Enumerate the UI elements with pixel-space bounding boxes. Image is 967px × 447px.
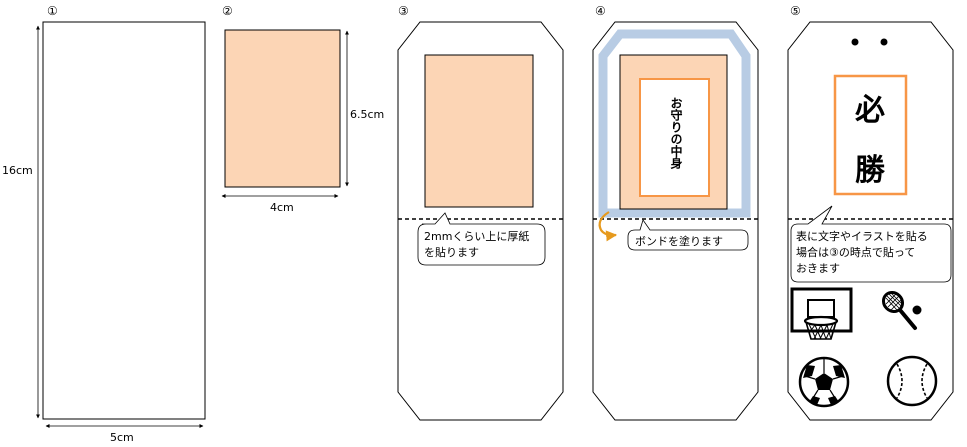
callout-line-3: おきます xyxy=(796,262,840,275)
callout-line-1: 2mmくらい上に厚紙 xyxy=(424,229,529,243)
glue-band xyxy=(598,29,751,218)
callout-bubble xyxy=(790,205,952,283)
glued-cardboard xyxy=(424,54,534,208)
cardboard-piece xyxy=(224,29,341,188)
baseball-icon xyxy=(886,355,938,407)
soccer-ball-icon xyxy=(798,356,850,408)
string-hole xyxy=(880,38,888,46)
step-4: ④ お守りの中身 ボンドを塗ります xyxy=(592,4,759,421)
front-char-1: 必 xyxy=(855,93,885,128)
fold-arrow-icon xyxy=(598,211,618,242)
step-4-number: ④ xyxy=(595,4,606,18)
front-char-2: 勝 xyxy=(855,153,886,188)
callout-line-1: 表に文字やイラストを貼る xyxy=(796,229,928,243)
callout-line-2: 場合は③の時点で貼って xyxy=(796,245,915,259)
callout-line-2: を貼ります xyxy=(424,245,479,259)
tennis-racket-icon xyxy=(881,290,922,330)
front-label xyxy=(833,74,908,196)
contents-text: お守りの中身 xyxy=(669,97,683,170)
paper-strip xyxy=(42,21,206,420)
step-5-number: ⑤ xyxy=(790,4,801,18)
cardboard-height-label: 6.5cm xyxy=(350,108,384,121)
callout-bubble xyxy=(417,212,546,266)
step-2-number: ② xyxy=(222,4,233,18)
callout-bubble xyxy=(627,219,749,251)
step-3: ③ 2mmくらい上に厚紙 を貼ります xyxy=(397,4,564,421)
width-label: 5cm xyxy=(110,431,134,444)
contents-paper xyxy=(639,78,710,197)
basketball-hoop-icon xyxy=(790,287,853,340)
height-label: 16cm xyxy=(2,164,33,177)
cardboard-width-label: 4cm xyxy=(270,201,294,214)
callout-line-1: ボンドを塗ります xyxy=(635,234,723,248)
string-hole xyxy=(851,38,859,46)
step-1: ① 16cm 5cm xyxy=(2,4,206,444)
step-1-number: ① xyxy=(47,4,58,18)
step-3-number: ③ xyxy=(398,4,409,18)
step-5: ⑤ 必 勝 表に文字やイラストを貼る 場合は③の時点で貼って おきます xyxy=(787,4,954,421)
step-2: ② 6.5cm 4cm xyxy=(221,4,384,214)
